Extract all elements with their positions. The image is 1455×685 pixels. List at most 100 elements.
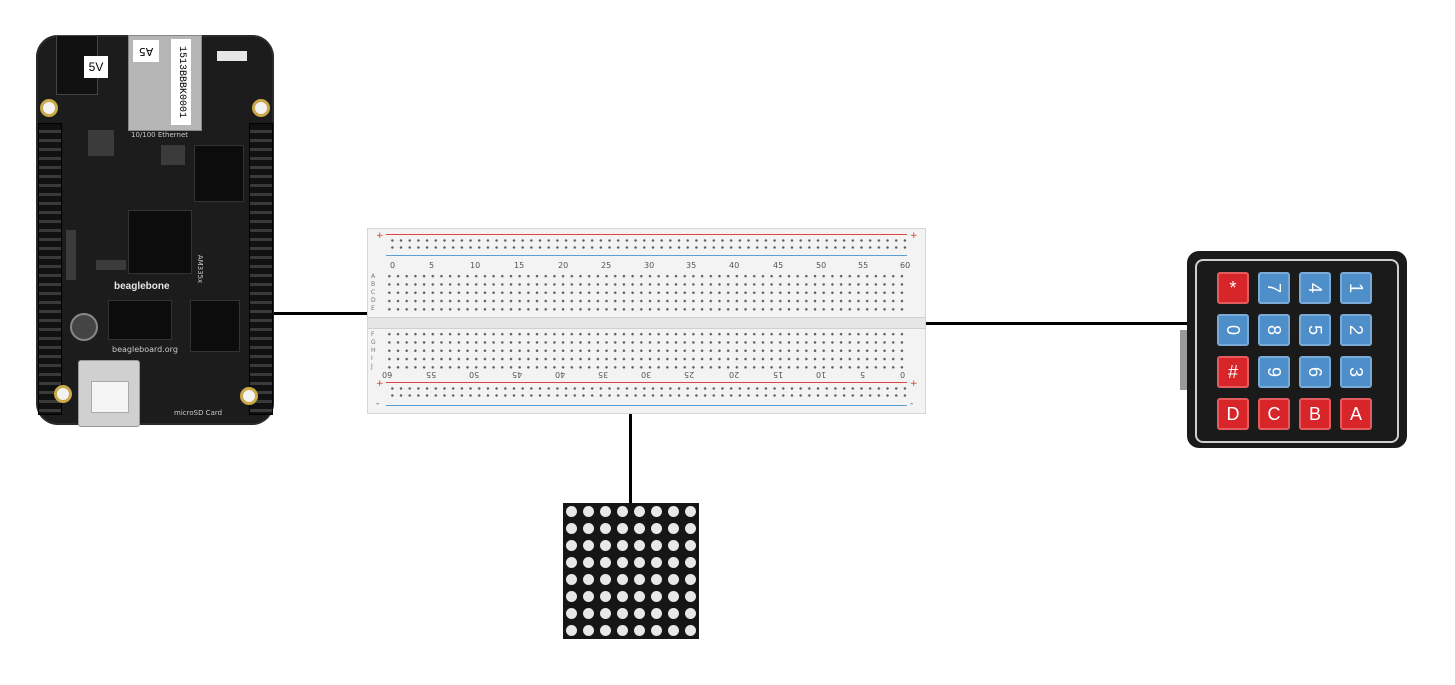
key-A[interactable]: A xyxy=(1340,398,1372,430)
processor-chip xyxy=(128,210,192,274)
site-label: beagleboard.org xyxy=(112,345,178,354)
serial-label: 1513BBBK0001 xyxy=(171,39,191,125)
matrix-led xyxy=(566,574,577,585)
matrix-led xyxy=(634,574,645,585)
column-number: 55 xyxy=(426,370,437,379)
key-9[interactable]: 9 xyxy=(1258,356,1290,388)
matrix-led xyxy=(600,557,611,568)
matrix-led xyxy=(651,625,662,636)
row-letter: I xyxy=(371,355,373,362)
rail-line-red xyxy=(386,234,907,235)
column-number: 40 xyxy=(729,261,740,270)
column-number: 20 xyxy=(729,370,740,379)
breadboard: + + 0 5 10 15 20 25 30 35 40 45 50 55 60… xyxy=(367,228,926,414)
matrix-led xyxy=(600,523,611,534)
row-letter: J xyxy=(371,363,373,370)
matrix-led xyxy=(668,574,679,585)
matrix-led xyxy=(685,574,696,585)
soc-label: AM335x xyxy=(196,254,205,284)
usb-port xyxy=(78,360,140,427)
usb-slot xyxy=(91,381,129,413)
led-indicator xyxy=(217,51,247,61)
power-jack: 5V xyxy=(56,35,108,95)
key-D[interactable]: D xyxy=(1217,398,1249,430)
matrix-led xyxy=(634,540,645,551)
matrix-led xyxy=(668,540,679,551)
matrix-led xyxy=(583,557,594,568)
matrix-led xyxy=(668,506,679,517)
matrix-led xyxy=(685,540,696,551)
key-1[interactable]: 1 xyxy=(1340,272,1372,304)
column-number: 45 xyxy=(512,370,523,379)
column-number: 10 xyxy=(816,370,827,379)
column-number: 35 xyxy=(686,261,697,270)
column-number: 50 xyxy=(469,370,480,379)
emmc-chip xyxy=(190,300,240,352)
power-label: 5V xyxy=(84,56,108,78)
column-number: 15 xyxy=(514,261,525,270)
matrix-led xyxy=(651,574,662,585)
matrix-led xyxy=(634,523,645,534)
matrix-led xyxy=(600,591,611,602)
matrix-led xyxy=(617,540,628,551)
wire-breadboard-to-matrix xyxy=(629,412,632,503)
row-letter: F xyxy=(371,331,375,338)
row-letter: B xyxy=(371,281,376,288)
pmic-chip xyxy=(108,300,172,340)
ethernet-tag: A5 xyxy=(133,40,159,62)
matrix-led xyxy=(668,557,679,568)
key-2[interactable]: 2 xyxy=(1340,314,1372,346)
key-6[interactable]: 6 xyxy=(1299,356,1331,388)
component xyxy=(161,145,185,165)
matrix-led xyxy=(685,608,696,619)
plus-sign: + xyxy=(910,379,918,389)
matrix-led xyxy=(651,557,662,568)
matrix-led xyxy=(600,574,611,585)
key-#[interactable]: # xyxy=(1217,356,1249,388)
row-letter: G xyxy=(371,339,376,346)
column-number: 20 xyxy=(558,261,569,270)
mount-hole xyxy=(40,99,58,117)
matrix-led xyxy=(651,540,662,551)
column-number: 60 xyxy=(900,261,911,270)
matrix-led xyxy=(685,625,696,636)
matrix-led xyxy=(617,557,628,568)
column-number: 5 xyxy=(860,370,866,379)
key-8[interactable]: 8 xyxy=(1258,314,1290,346)
led-matrix xyxy=(563,503,699,639)
brand-label: beaglebone xyxy=(114,281,170,292)
key-C[interactable]: C xyxy=(1258,398,1290,430)
key-B[interactable]: B xyxy=(1299,398,1331,430)
matrix-led xyxy=(685,523,696,534)
mount-hole xyxy=(240,387,258,405)
matrix-led xyxy=(617,625,628,636)
component xyxy=(66,230,76,280)
key-7[interactable]: 7 xyxy=(1258,272,1290,304)
minus-sign: - xyxy=(376,399,380,409)
matrix-led xyxy=(583,506,594,517)
matrix-led xyxy=(583,574,594,585)
memory-chip xyxy=(194,145,244,202)
column-number: 0 xyxy=(390,261,396,270)
ethernet-label: 10/100 Ethernet xyxy=(131,131,189,139)
matrix-led xyxy=(583,608,594,619)
key-5[interactable]: 5 xyxy=(1299,314,1331,346)
matrix-led xyxy=(600,608,611,619)
matrix-led xyxy=(651,591,662,602)
column-number: 30 xyxy=(641,370,652,379)
wire-breadboard-to-keypad xyxy=(924,322,1187,325)
key-0[interactable]: 0 xyxy=(1217,314,1249,346)
matrix-led xyxy=(617,523,628,534)
plus-sign: + xyxy=(910,231,918,241)
matrix-led xyxy=(566,591,577,602)
matrix-led xyxy=(583,540,594,551)
key-*[interactable]: * xyxy=(1217,272,1249,304)
power-rail-top xyxy=(388,237,908,251)
key-4[interactable]: 4 xyxy=(1299,272,1331,304)
matrix-led xyxy=(651,608,662,619)
key-3[interactable]: 3 xyxy=(1340,356,1372,388)
column-number: 55 xyxy=(858,261,869,270)
matrix-led xyxy=(685,591,696,602)
mount-hole xyxy=(252,99,270,117)
